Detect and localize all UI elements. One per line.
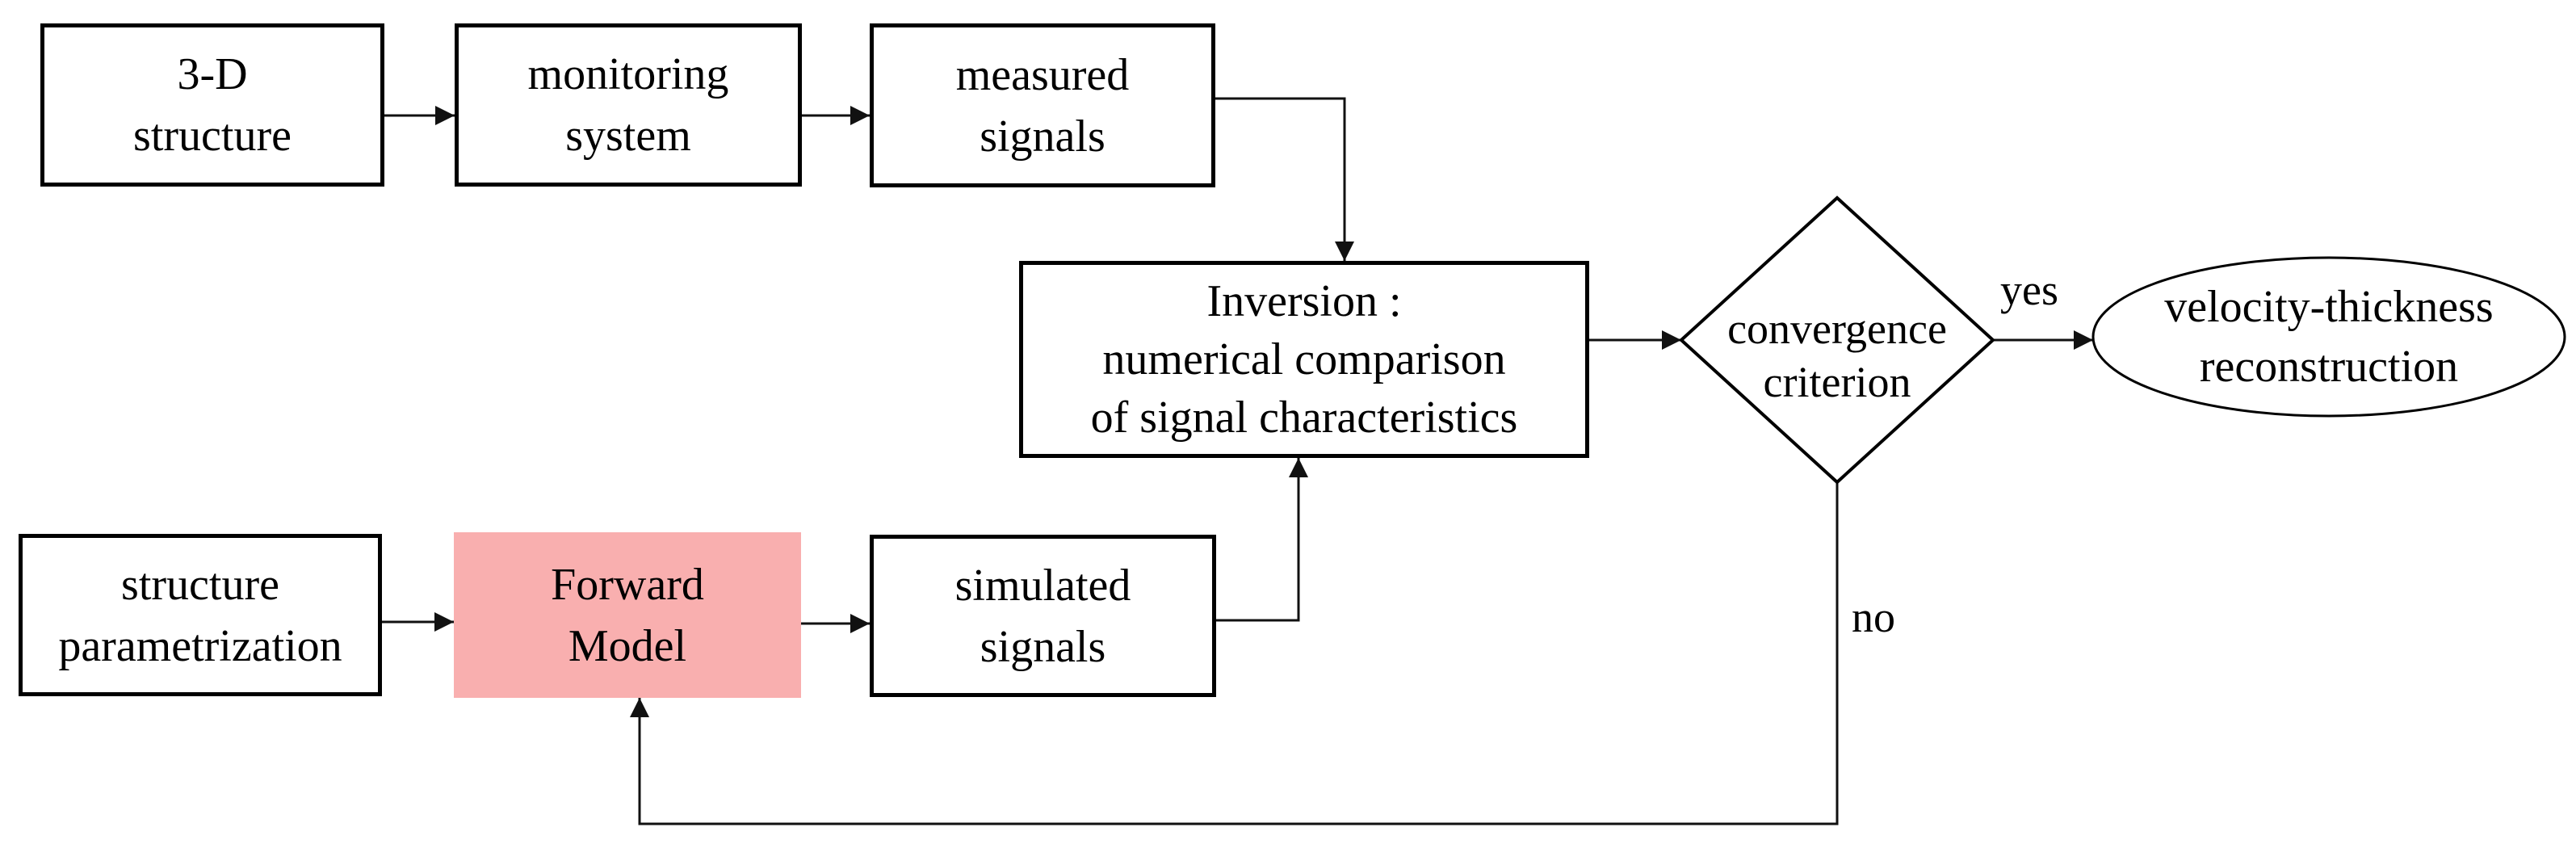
node-simulated-signals-label: simulated signals	[954, 560, 1131, 672]
node-velocity-thickness-reconstruction-label: velocity-thickness reconstruction	[2164, 282, 2494, 392]
node-measured-signals-label: measured signals	[955, 49, 1130, 162]
node-convergence-criterion: convergence criterion	[1681, 198, 1993, 482]
node-monitoring-system-label: monitoring system	[527, 49, 729, 161]
node-3d-structure-label: 3-D structure	[133, 49, 292, 161]
node-simulated-signals: simulated signals	[870, 535, 1216, 697]
node-3d-structure: 3-D structure	[40, 23, 384, 187]
node-monitoring-system: monitoring system	[455, 23, 802, 187]
edge-label-yes: yes	[2000, 266, 2058, 314]
node-structure-parametrization: structure parametrization	[19, 534, 382, 696]
convergence-diamond-shape	[1679, 195, 1995, 485]
node-forward-model-label: Forward Model	[551, 559, 704, 671]
edge-measured-signals-to-inversion	[1215, 97, 1354, 261]
edge-label-no: no	[1852, 593, 1895, 641]
node-convergence-criterion-label: convergence criterion	[1727, 304, 1947, 406]
edge-no-convergence-to-forward-model	[630, 482, 1839, 825]
node-velocity-thickness-reconstruction: velocity-thickness reconstruction	[2093, 258, 2565, 416]
node-structure-parametrization-label: structure parametrization	[58, 559, 342, 671]
reconstruction-ellipse-shape	[2091, 256, 2566, 418]
node-inversion-label: Inversion : numerical comparison of sign…	[1090, 276, 1518, 443]
node-inversion: Inversion : numerical comparison of sign…	[1019, 261, 1589, 458]
edge-simulated-signals-to-inversion	[1216, 458, 1308, 622]
node-measured-signals: measured signals	[870, 23, 1215, 187]
node-forward-model: Forward Model	[454, 532, 801, 698]
